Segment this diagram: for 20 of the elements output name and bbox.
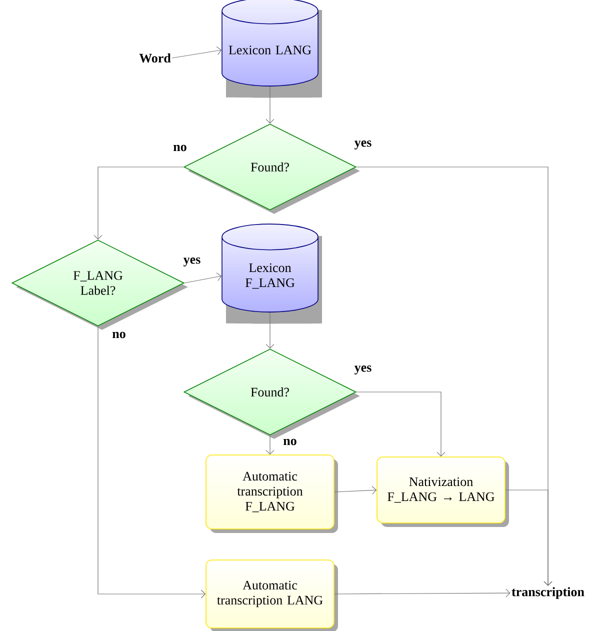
arrow [266, 312, 274, 349]
database-cylinder: Lexicon F_LANG [222, 224, 322, 324]
arrow [94, 166, 184, 240]
process-box: Automatic transcription F_LANG [206, 454, 338, 533]
arrow [266, 86, 274, 124]
edge-label: no [283, 438, 296, 446]
arrow [172, 46, 222, 58]
arrow [334, 486, 377, 494]
arrow [505, 490, 552, 586]
edge-label: no [112, 332, 126, 338]
arrow [266, 435, 274, 455]
database-cylinder: Lexicon LANG [222, 0, 322, 98]
text-label: transcription [512, 587, 584, 599]
arrow [98, 326, 206, 598]
text-label: Word [139, 53, 171, 63]
arrow [356, 392, 446, 457]
arrow [184, 272, 222, 284]
arrow [334, 588, 510, 598]
process-box: Automatic transcription LANG [206, 560, 338, 631]
process-box: Nativization F_LANG → LANG [376, 456, 509, 527]
